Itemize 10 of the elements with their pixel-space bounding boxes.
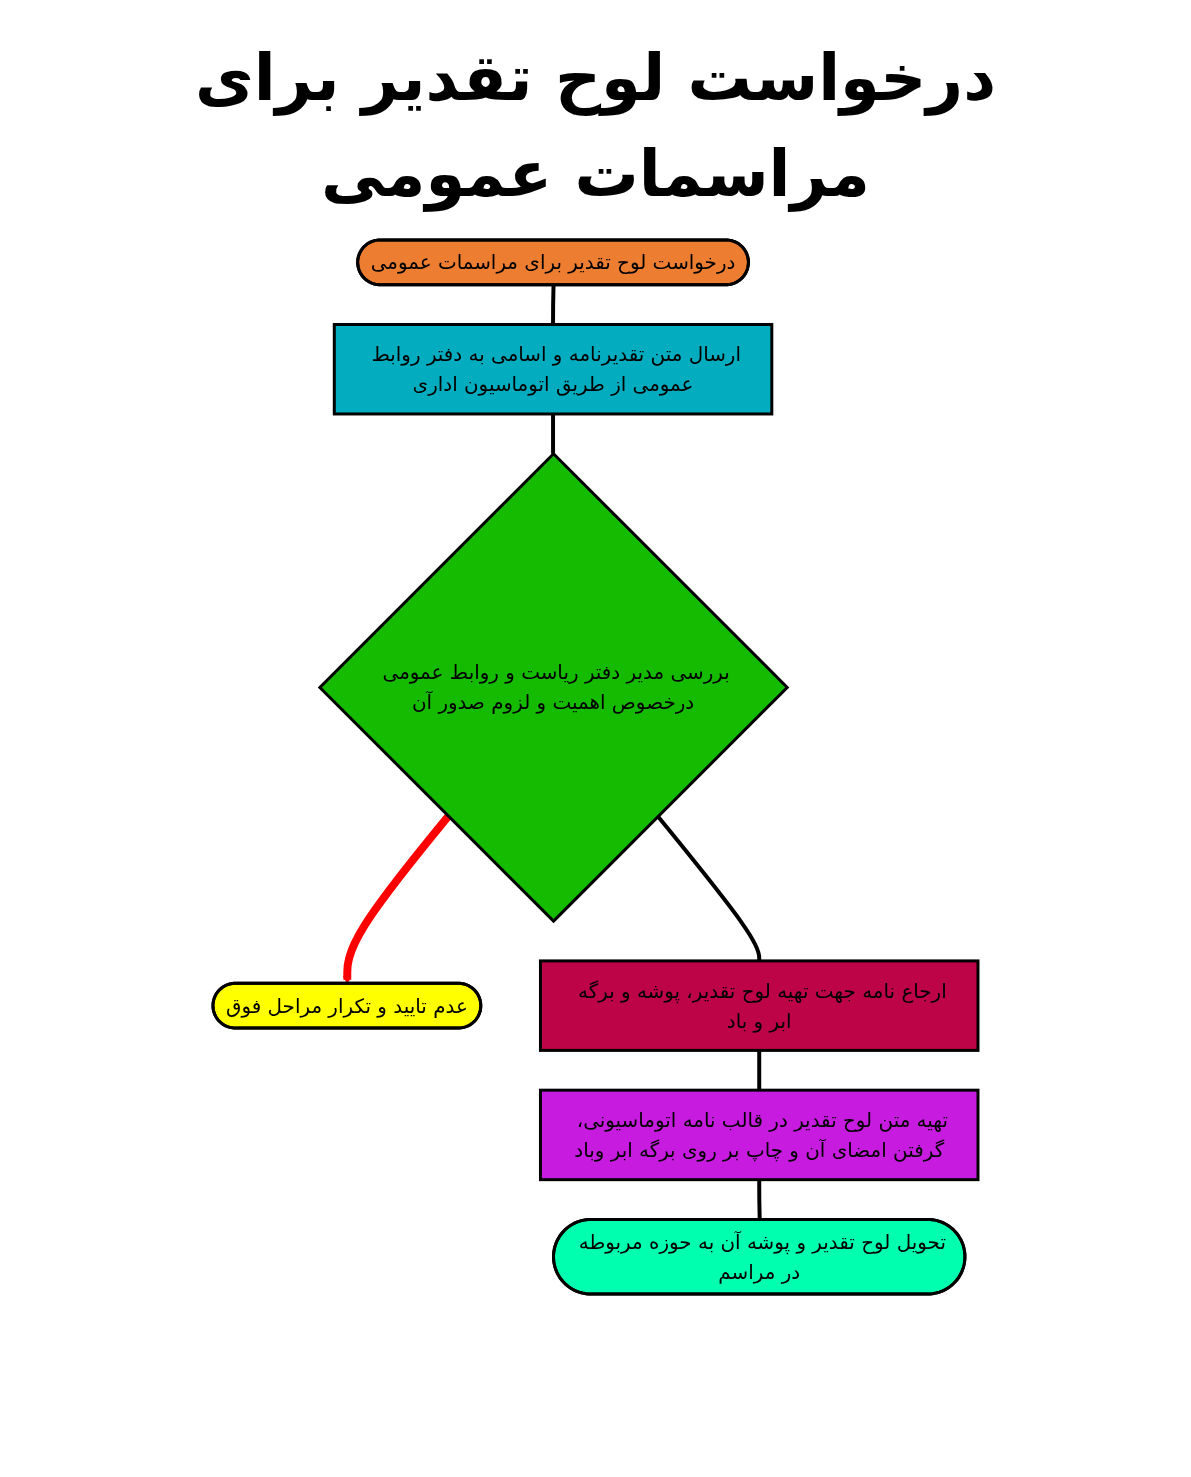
connector (656, 815, 762, 961)
node-box: ارسال متن تقدیرنامه و اسامی به دفتر روابط عمومی از طریق اتوماسیون اداری (332, 323, 774, 416)
connector (757, 1050, 762, 1091)
title: درخواست لوح تقدیر برای مراسمات عمومی (194, 40, 997, 214)
connector (757, 1179, 762, 1220)
connector (551, 285, 556, 325)
node-box: تهیه متن لوح تقدیر در قالب نامه اتوماسیونی، گرفتن امضای آن و چاپ بر روی برگه ابر وباد (539, 1088, 980, 1182)
node-box: ارجاع نامه جهت تهیه لوح تقدیر، پوشه و برگه ابر و باد (539, 959, 980, 1052)
node-diamond: بررسی مدیر دفتر ریاست و روابط عمومی درخصوص اهمیت و لزوم صدور آن (317, 451, 790, 924)
connector (551, 414, 556, 454)
